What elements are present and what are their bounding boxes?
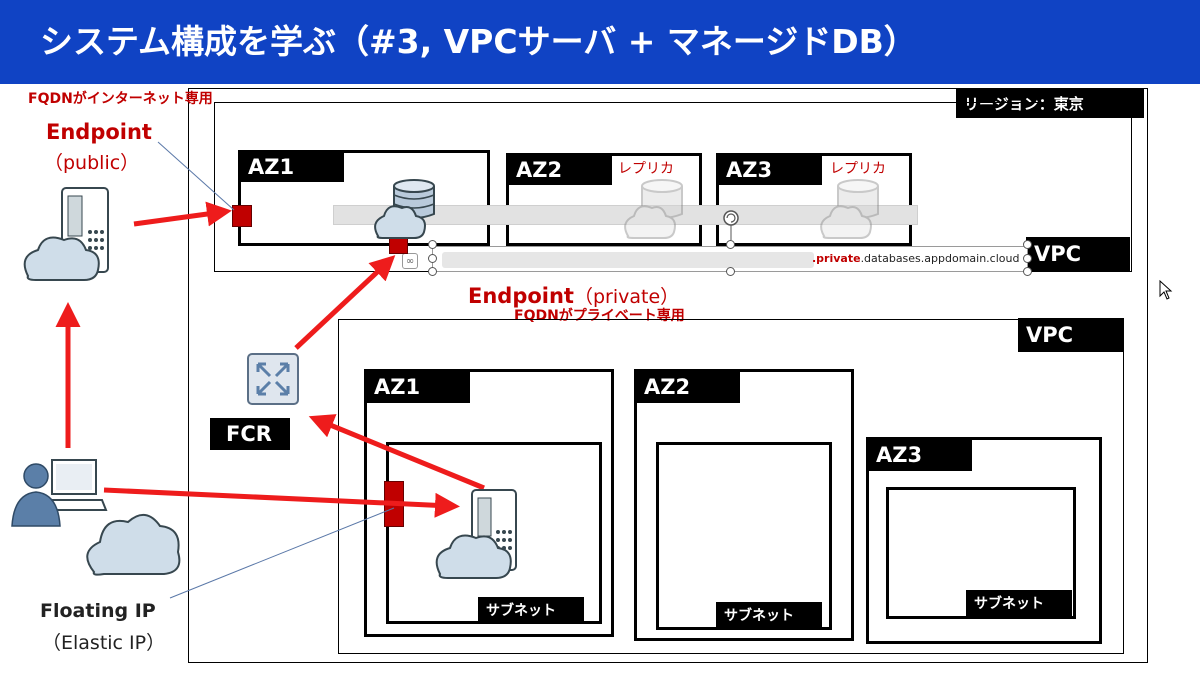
db-az2-replica-tag: レプリカ (618, 161, 674, 177)
endpoint-public-sub: （public） (44, 152, 140, 174)
region-container (188, 88, 1148, 663)
server-az2-subnet-label: サブネット (716, 602, 822, 628)
fqdn-handle-left[interactable] (428, 240, 437, 249)
server-az1-subnet (386, 442, 602, 624)
fqdn-handle-left-mid[interactable] (428, 254, 437, 263)
endpoint-public-marker (232, 205, 252, 227)
arrow-client-to-vpc-server (103, 487, 460, 518)
fqdn-public-note: FQDNがインターネット専用 (28, 91, 213, 107)
fqdn-private-note: FQDNがプライベート専用 (514, 308, 685, 324)
endpoint-private-label: Endpoint（private） (468, 282, 679, 309)
server-az1-subnet-label: サブネット (478, 597, 584, 623)
client-pc-icon (11, 459, 108, 527)
fqdn-handle-right[interactable] (1023, 240, 1032, 249)
server-vpc-label: VPC (1018, 318, 1124, 352)
fqdn-suffix: .databases.appdomain.cloud (860, 252, 1020, 265)
db-az3-replica-tag: レプリカ (830, 161, 886, 177)
mouse-cursor-icon (1159, 279, 1173, 300)
endpoint-public-leader (157, 141, 235, 211)
layout-options-icon[interactable]: ∞ (402, 253, 418, 269)
endpoint-private-title: Endpoint (468, 284, 574, 308)
endpoint-private-sub: （private） (573, 286, 680, 308)
replication-bar (333, 205, 918, 225)
floating-ip-sub: （Elastic IP） (42, 632, 166, 654)
page-title: システム構成を学ぶ（#3, VPCサーバ + マネージドDB） (0, 0, 1200, 84)
arrow-server-to-fcr (308, 414, 485, 491)
floating-ip-leader (169, 507, 395, 599)
arrow-fcr-to-private-endpoint (294, 255, 396, 350)
fqdn-handle-top-mid[interactable] (726, 240, 735, 249)
fqdn-private-text: .private.databases.appdomain.cloud (812, 252, 1019, 265)
vpc-cloud-server-icon (435, 489, 517, 579)
floating-ip-title: Floating IP (40, 600, 156, 622)
server-az3-subnet-label: サブネット (966, 590, 1072, 616)
db-vpc-label: VPC (1026, 237, 1130, 271)
database-replica-az2-icon (624, 179, 683, 239)
fqdn-handle-right-mid[interactable] (1023, 254, 1032, 263)
db-az3-label: AZ3 (718, 155, 822, 185)
database-replica-az3-icon (820, 179, 879, 239)
cloud-server-icon (23, 187, 109, 281)
database-primary-icon (374, 179, 435, 239)
fqdn-blurred-prefix (442, 252, 814, 268)
server-az3-label: AZ3 (868, 439, 972, 471)
region-label: リージョン：東京 (956, 88, 1144, 118)
endpoint-public-title: Endpoint (46, 120, 152, 144)
server-az2-subnet (656, 442, 832, 630)
rotate-handle-icon[interactable] (723, 210, 739, 240)
arrow-server-to-public-endpoint (133, 201, 232, 227)
fqdn-handle-bottom-mid[interactable] (726, 267, 735, 276)
fqdn-private-word: .private (812, 252, 861, 265)
internet-cloud-icon (86, 514, 181, 576)
db-az1-label: AZ1 (240, 152, 344, 182)
fcr-router-icon (247, 353, 299, 405)
fcr-label: FCR (210, 418, 290, 450)
fqdn-handle-left-bottom[interactable] (428, 267, 437, 276)
db-az2-label: AZ2 (508, 155, 612, 185)
server-az2-label: AZ2 (636, 371, 740, 403)
server-vpc-container (338, 319, 1124, 654)
server-az1-label: AZ1 (366, 371, 470, 403)
fqdn-handle-right-bottom[interactable] (1023, 267, 1032, 276)
